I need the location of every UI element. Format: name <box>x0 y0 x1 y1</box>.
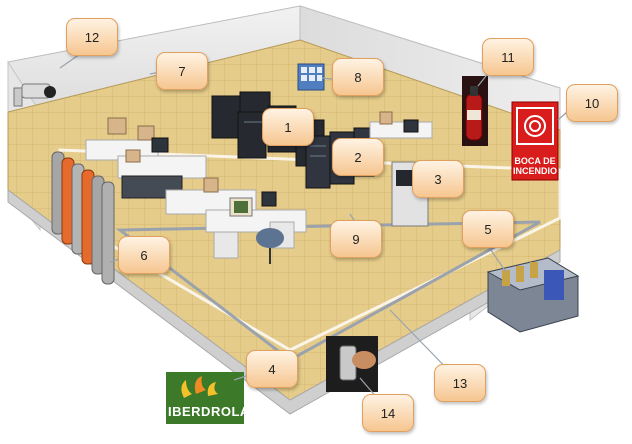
fire-extinguisher-icon <box>462 76 488 146</box>
callout-1: 1 <box>262 108 314 146</box>
callout-7: 7 <box>156 52 208 90</box>
desks-right <box>369 111 433 139</box>
office-chair <box>256 228 284 248</box>
callout-5: 5 <box>462 210 514 248</box>
callout-14: 14 <box>362 394 414 432</box>
security-camera-icon <box>13 83 56 107</box>
fire-hose-sign-line2: INCENDIO <box>512 166 557 176</box>
fire-hose-sign-text: BOCA DE INCENDIO <box>512 156 558 176</box>
raised-floor-edge <box>7 189 561 415</box>
callout-4: 4 <box>246 350 298 388</box>
callout-13: 13 <box>434 364 486 402</box>
callout-12: 12 <box>66 18 118 56</box>
gas-cylinders <box>51 151 115 285</box>
fire-hose-sign-line1: BOCA DE <box>514 156 556 166</box>
access-control-icon <box>326 336 378 392</box>
callout-2: 2 <box>332 138 384 176</box>
fire-hose-sign <box>511 101 559 181</box>
iberdrola-logo-text: IBERDROLA <box>168 404 250 419</box>
locker-doors <box>301 67 322 81</box>
desks-center <box>165 177 307 264</box>
callout-6: 6 <box>118 236 170 274</box>
ups-generator <box>486 257 580 333</box>
callout-9: 9 <box>330 220 382 258</box>
callout-3: 3 <box>412 160 464 198</box>
callout-10: 10 <box>566 84 618 122</box>
callout-8: 8 <box>332 58 384 96</box>
iberdrola-logo <box>166 372 244 424</box>
callout-11: 11 <box>482 38 534 76</box>
